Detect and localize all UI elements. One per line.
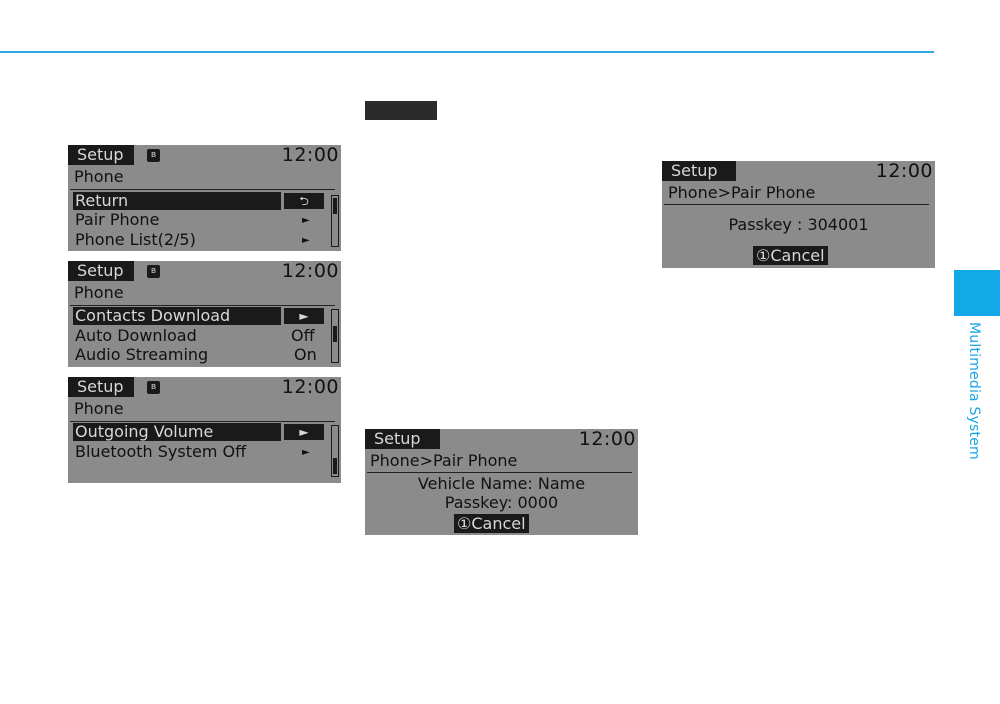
lcd-screen-phone-menu-3: Setup ʙ 12:00 Phone Outgoing Volume ► Bl… (68, 377, 341, 483)
menu-item-contacts-download[interactable]: Contacts Download (73, 307, 281, 325)
scrollbar[interactable] (331, 309, 339, 363)
chevron-right-icon[interactable]: ► (284, 308, 324, 324)
clock: 12:00 (281, 145, 339, 166)
clock: 12:00 (578, 429, 636, 450)
chevron-right-icon[interactable]: ► (284, 424, 324, 440)
divider (367, 472, 632, 473)
screen-title: Phone>Pair Phone (668, 183, 816, 202)
menu-item-pair-phone[interactable]: Pair Phone (75, 210, 160, 229)
setup-label: Setup (365, 429, 440, 449)
clock: 12:00 (281, 377, 339, 398)
lcd-screen-pair-phone-passkey: Setup 12:00 Phone>Pair Phone Passkey : 3… (662, 161, 935, 268)
lcd-header: Setup ʙ 12:00 (68, 261, 341, 281)
chevron-right-icon: ► (302, 215, 310, 226)
setup-label: Setup (68, 377, 134, 397)
chevron-right-icon: ► (302, 447, 310, 458)
setup-label: Setup (68, 145, 134, 165)
lcd-header: Setup 12:00 (662, 161, 935, 181)
lcd-header: Setup ʙ 12:00 (68, 377, 341, 397)
passkey: Passkey : 304001 (728, 215, 869, 234)
note-label-box (365, 101, 437, 120)
menu-item-bluetooth-system-off[interactable]: Bluetooth System Off (75, 442, 247, 461)
menu-item-outgoing-volume[interactable]: Outgoing Volume (73, 423, 281, 441)
screen-title: Phone (74, 167, 124, 186)
scrollbar-thumb[interactable] (333, 198, 337, 214)
clock: 12:00 (875, 161, 933, 182)
menu-item-phone-list[interactable]: Phone List(2/5) (75, 230, 196, 249)
screen-title: Phone (74, 283, 124, 302)
divider (664, 204, 929, 205)
scrollbar[interactable] (331, 425, 339, 477)
lcd-screen-phone-menu-2: Setup ʙ 12:00 Phone Contacts Download ► … (68, 261, 341, 367)
setup-label: Setup (662, 161, 736, 181)
bluetooth-icon: ʙ (147, 149, 160, 162)
screen-title: Phone>Pair Phone (370, 451, 518, 470)
divider (70, 189, 335, 190)
lcd-screen-phone-menu-1: Setup ʙ 12:00 Phone Return ⮌ Pair Phone … (68, 145, 341, 251)
lcd-header: Setup ʙ 12:00 (68, 145, 341, 165)
scrollbar-thumb[interactable] (333, 458, 337, 474)
return-icon[interactable]: ⮌ (284, 193, 324, 209)
clock: 12:00 (281, 261, 339, 282)
screen-title: Phone (74, 399, 124, 418)
divider (70, 305, 335, 306)
bluetooth-icon: ʙ (147, 381, 160, 394)
section-tab-label: Multimedia System (966, 322, 982, 460)
scrollbar-thumb[interactable] (333, 326, 337, 342)
passkey: Passkey: 0000 (444, 493, 559, 512)
auto-download-value: Off (291, 326, 315, 345)
scrollbar[interactable] (331, 195, 339, 247)
setup-label: Setup (68, 261, 134, 281)
audio-streaming-value: On (294, 345, 317, 364)
menu-item-audio-streaming[interactable]: Audio Streaming (75, 345, 209, 364)
top-rule (0, 51, 934, 53)
bluetooth-icon: ʙ (147, 265, 160, 278)
cancel-button[interactable]: ①Cancel (454, 514, 529, 533)
vehicle-name: Vehicle Name: Name (417, 474, 586, 493)
section-tab[interactable] (954, 270, 1000, 316)
cancel-button[interactable]: ①Cancel (753, 246, 828, 265)
lcd-screen-pair-phone-passkey-default: Setup 12:00 Phone>Pair Phone Vehicle Nam… (365, 429, 638, 535)
menu-item-return[interactable]: Return (73, 192, 281, 210)
menu-item-auto-download[interactable]: Auto Download (75, 326, 197, 345)
divider (70, 421, 335, 422)
lcd-header: Setup 12:00 (365, 429, 638, 449)
chevron-right-icon: ► (302, 235, 310, 246)
